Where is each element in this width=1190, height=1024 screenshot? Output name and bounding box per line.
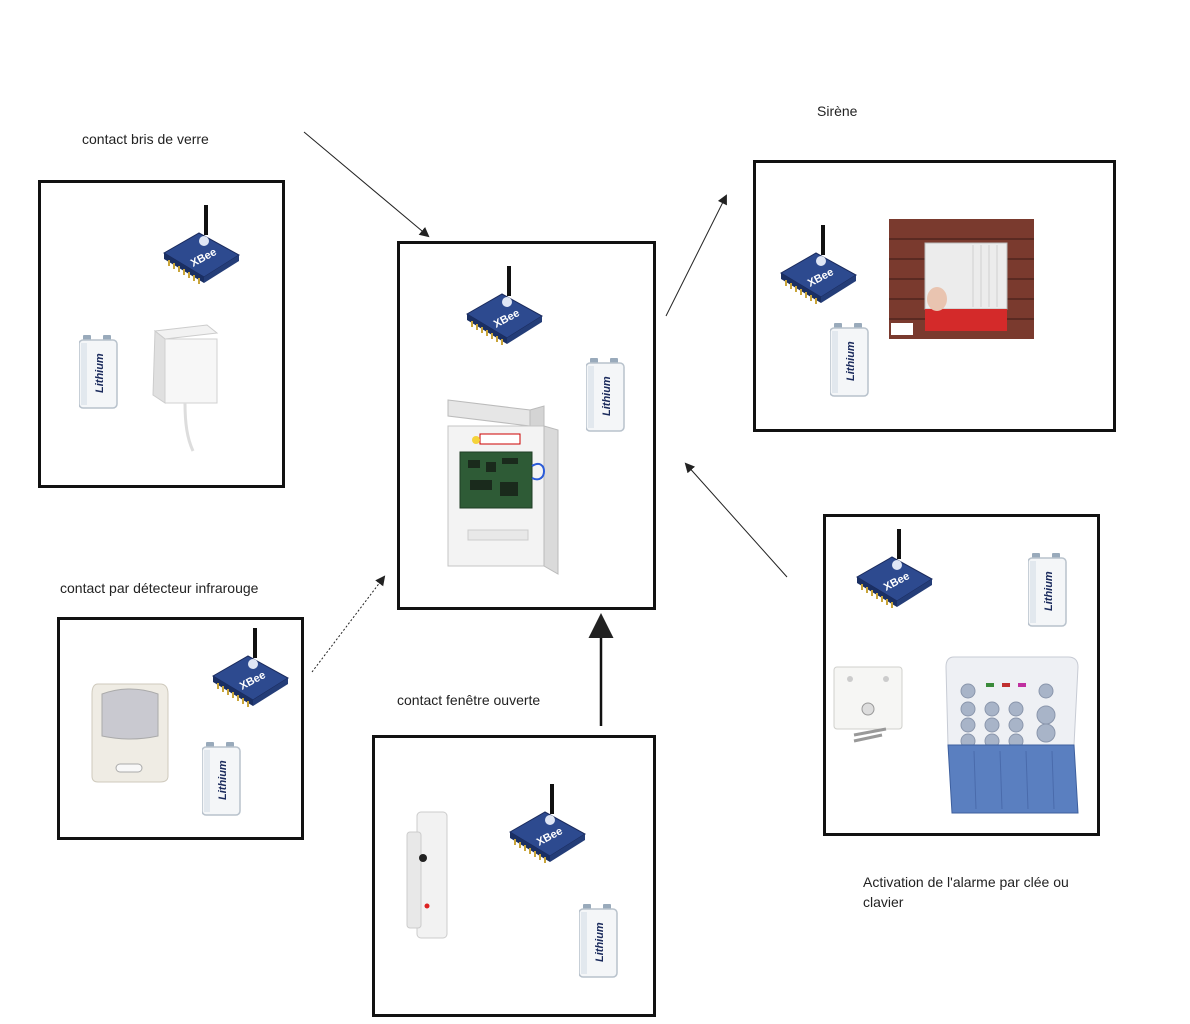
box-pir <box>57 617 304 840</box>
box-glass-break <box>38 180 285 488</box>
pir-sensor-icon <box>91 683 169 783</box>
box-control-panel <box>397 241 656 610</box>
lithium-battery-icon <box>579 904 618 978</box>
box-siren <box>753 160 1116 432</box>
xbee-module-icon <box>509 784 586 864</box>
lithium-battery-icon <box>586 358 625 432</box>
xbee-module-icon <box>163 205 240 285</box>
xbee-module-icon <box>780 225 857 305</box>
arrow-pir-to-panel <box>311 575 386 673</box>
siren-icon <box>889 219 1034 339</box>
xbee-module-icon <box>466 266 543 346</box>
label-activation: Activation de l'alarme par clée ou clavi… <box>863 874 1069 910</box>
xbee-module-icon <box>212 628 289 708</box>
box-keypad <box>823 514 1100 836</box>
arrow-panel-to-siren <box>665 194 727 317</box>
arrow-glass-to-panel <box>303 131 430 238</box>
label-glass-break: contact bris de verre <box>82 131 209 147</box>
key-switch-icon <box>833 666 903 743</box>
lithium-battery-icon <box>202 742 241 816</box>
door-contact-icon <box>406 811 448 939</box>
arrow-keypad-to-panel <box>684 462 788 578</box>
glass-break-sensor-icon <box>152 324 219 452</box>
lithium-battery-icon <box>830 323 869 397</box>
label-infrared: contact par détecteur infrarouge <box>60 580 259 596</box>
lithium-battery-icon <box>79 335 118 409</box>
label-window: contact fenêtre ouverte <box>397 692 541 708</box>
control-panel-icon <box>447 399 559 575</box>
label-siren: Sirène <box>817 103 858 119</box>
lithium-battery-icon <box>1028 553 1067 627</box>
box-window <box>372 735 656 1017</box>
xbee-module-icon <box>856 529 933 609</box>
keypad-icon <box>945 656 1079 814</box>
